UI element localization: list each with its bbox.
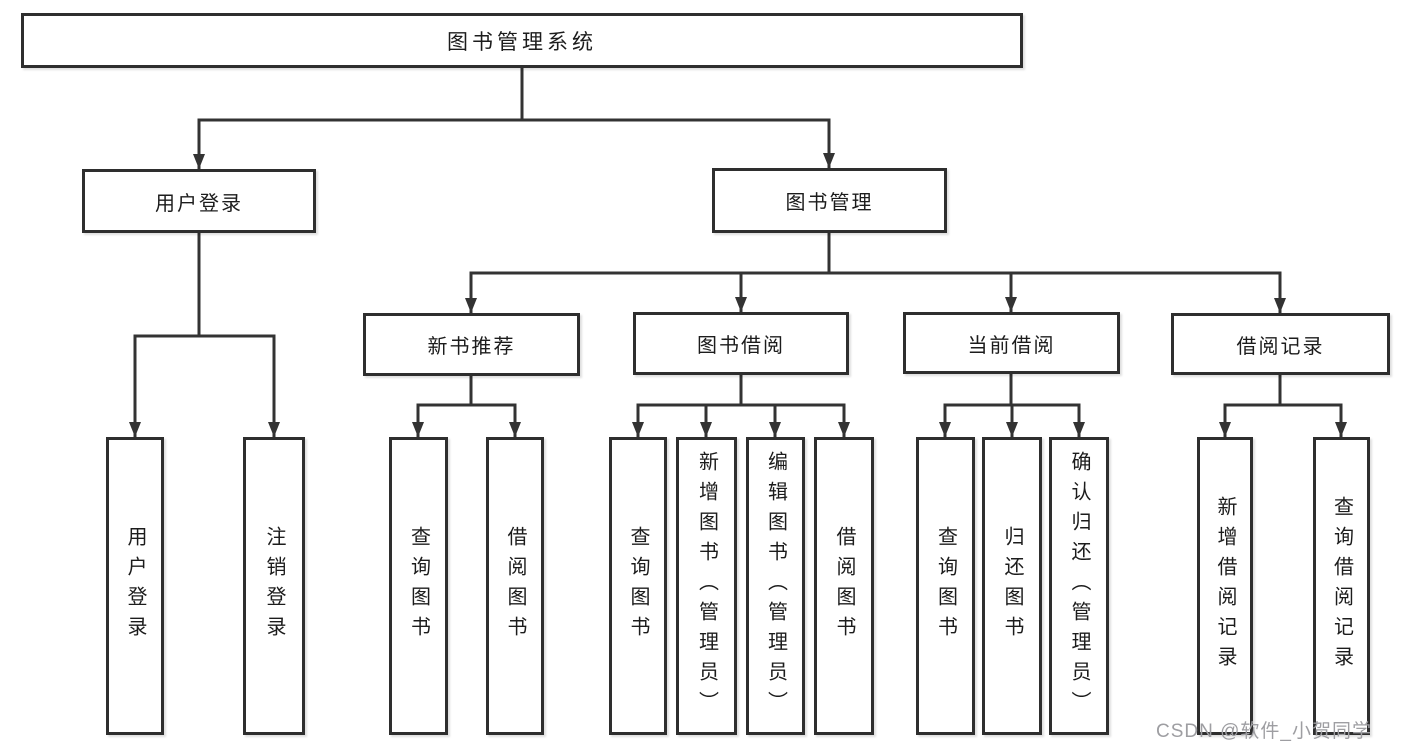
watermark: CSDN @软件_小贺同学 xyxy=(1156,721,1372,742)
connector-group xyxy=(129,68,1347,437)
node-current-borrow: 当前借阅 xyxy=(903,312,1120,374)
leaf-return-book: 归还图书 xyxy=(982,437,1042,735)
leaf-confirm-return-admin-label: 确认归还（管理员） xyxy=(1068,451,1090,721)
node-book-management: 图书管理 xyxy=(712,168,947,233)
node-book-borrow-label: 图书借阅 xyxy=(697,335,785,357)
leaf-edit-book-admin-label: 编辑图书（管理员） xyxy=(764,451,787,721)
node-user-login: 用户登录 xyxy=(82,169,316,233)
leaf-query-borrow-record: 查询借阅记录 xyxy=(1313,437,1370,735)
leaf-borrow-book-recommend-label: 借阅图书 xyxy=(504,526,526,646)
leaf-add-book-admin-label: 新增图书（管理员） xyxy=(695,451,718,721)
node-new-book-recommend-label: 新书推荐 xyxy=(427,336,516,358)
node-borrow-records-label: 借阅记录 xyxy=(1236,335,1325,358)
node-root-label: 图书管理系统 xyxy=(447,30,597,54)
leaf-add-book-admin: 新增图书（管理员） xyxy=(676,437,737,735)
leaf-query-book-recommend: 查询图书 xyxy=(389,437,448,735)
leaf-confirm-return-admin: 确认归还（管理员） xyxy=(1049,437,1109,735)
node-user-login-label: 用户登录 xyxy=(155,192,243,215)
node-root-system: 图书管理系统 xyxy=(21,13,1023,68)
leaf-add-borrow-record: 新增借阅记录 xyxy=(1197,437,1253,735)
leaf-query-book: 查询图书 xyxy=(609,437,667,735)
leaf-borrow-book-recommend: 借阅图书 xyxy=(486,437,544,735)
leaf-user-login: 用户登录 xyxy=(106,437,164,735)
leaf-user-login-label: 用户登录 xyxy=(124,526,146,646)
leaf-borrow-book-label: 借阅图书 xyxy=(833,526,855,646)
leaf-logout-label: 注销登录 xyxy=(263,526,285,646)
leaf-return-book-label: 归还图书 xyxy=(1001,526,1023,646)
leaf-query-borrow-record-label: 查询借阅记录 xyxy=(1330,496,1353,676)
leaf-edit-book-admin: 编辑图书（管理员） xyxy=(746,437,805,735)
leaf-add-borrow-record-label: 新增借阅记录 xyxy=(1214,496,1236,676)
leaf-query-book-current: 查询图书 xyxy=(916,437,975,735)
node-borrow-records: 借阅记录 xyxy=(1171,313,1390,375)
leaf-query-book-recommend-label: 查询图书 xyxy=(407,526,430,646)
leaf-query-book-current-label: 查询图书 xyxy=(934,526,957,646)
leaf-logout: 注销登录 xyxy=(243,437,305,735)
node-current-borrow-label: 当前借阅 xyxy=(967,334,1056,357)
node-new-book-recommend: 新书推荐 xyxy=(363,313,580,376)
leaf-query-book-label: 查询图书 xyxy=(627,526,649,646)
leaf-borrow-book: 借阅图书 xyxy=(814,437,874,735)
node-book-management-label: 图书管理 xyxy=(785,192,874,214)
node-book-borrow: 图书借阅 xyxy=(633,312,849,375)
